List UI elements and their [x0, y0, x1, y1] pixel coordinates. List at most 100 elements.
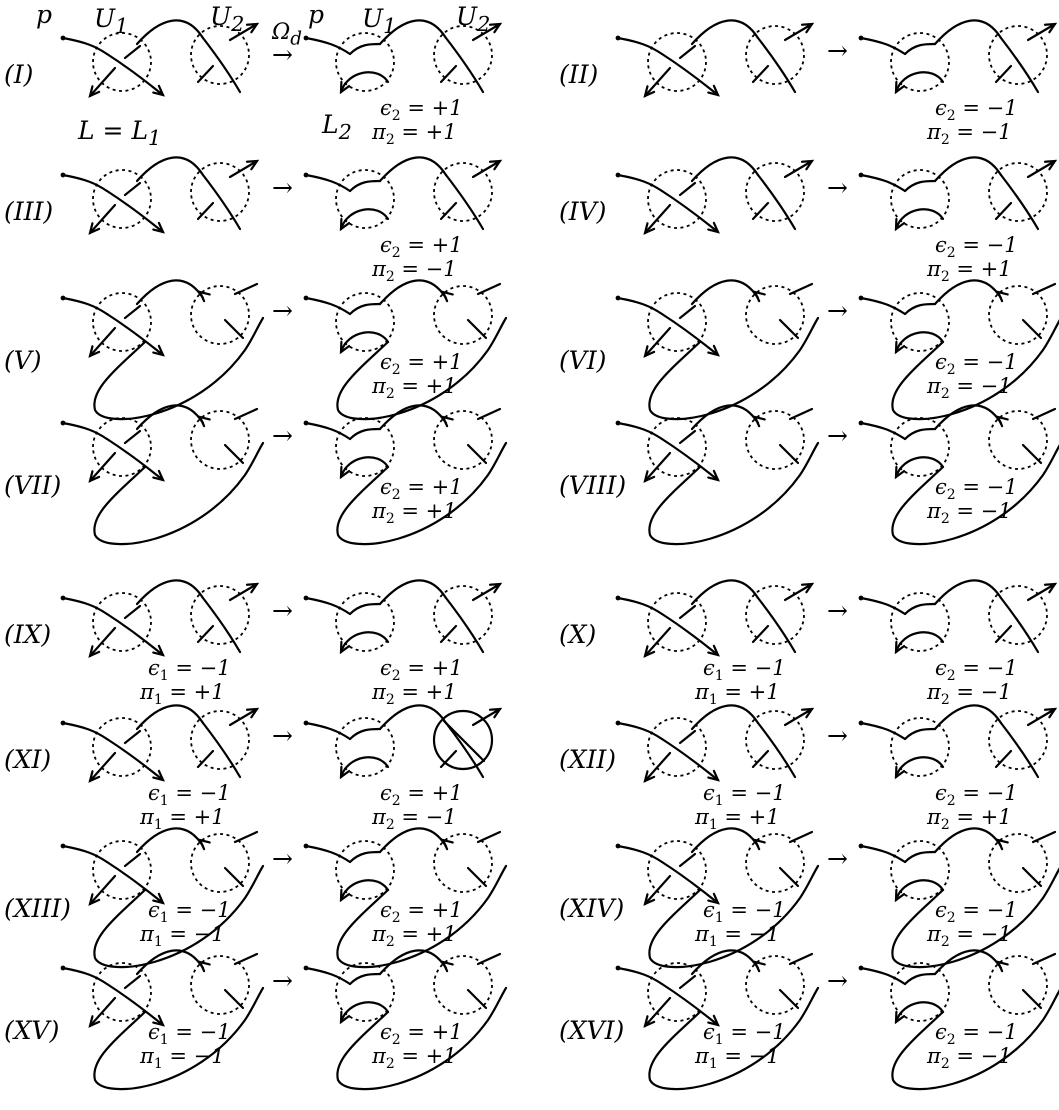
- case-label: (XVI): [559, 1016, 625, 1045]
- strand: [859, 844, 907, 864]
- strand: [123, 304, 142, 320]
- arrowhead: [339, 217, 351, 232]
- strand: [751, 64, 770, 84]
- case-label: (XIII): [4, 894, 71, 923]
- epsilon-after: ϵ2 = +1: [380, 475, 463, 504]
- strand: [304, 966, 352, 986]
- strand: [348, 302, 382, 316]
- strand: [903, 727, 937, 741]
- strand: [336, 316, 508, 421]
- pi-after: π2 = −1: [927, 499, 1012, 528]
- transform-arrow: →: [272, 40, 293, 69]
- strand: [201, 173, 242, 231]
- knot-after-diagram: [858, 949, 1059, 1091]
- disk-u1: [335, 32, 395, 92]
- disk-u2: [988, 710, 1048, 770]
- strand: [304, 296, 352, 316]
- strand: [304, 36, 352, 56]
- strand: [123, 852, 142, 868]
- epsilon-after: ϵ2 = −1: [935, 898, 1018, 927]
- disk-u2: [433, 410, 493, 470]
- arrowhead: [339, 340, 351, 355]
- transform-arrow: →: [827, 36, 848, 65]
- strand: [903, 179, 937, 193]
- strand: [891, 444, 1059, 546]
- transform-arrow: →: [827, 173, 848, 202]
- strand: [788, 952, 814, 966]
- knot-after-diagram: [858, 579, 1058, 655]
- strand: [135, 704, 205, 731]
- disk-u2: [988, 833, 1048, 893]
- arrowhead: [152, 644, 165, 657]
- transform-arrow: →: [272, 966, 293, 995]
- knot-before-diagram: [60, 404, 265, 546]
- disk-u1: [647, 32, 707, 92]
- arrowhead: [1043, 707, 1058, 719]
- strand: [616, 721, 664, 741]
- arrowhead: [339, 765, 351, 780]
- strand: [135, 827, 205, 854]
- case-label: (IX): [4, 620, 52, 649]
- strand: [439, 624, 458, 644]
- disk-u2: [745, 285, 805, 345]
- arrowhead: [1043, 22, 1058, 34]
- strand: [88, 66, 117, 98]
- knot-before-diagram: [615, 827, 820, 969]
- strand: [61, 596, 109, 616]
- strand: [933, 949, 1003, 976]
- arrowhead: [339, 1010, 351, 1025]
- strand: [778, 443, 800, 465]
- strand: [88, 326, 117, 358]
- arrowhead: [152, 469, 165, 482]
- strand: [1031, 407, 1057, 421]
- strand: [471, 22, 502, 42]
- strand: [61, 36, 109, 56]
- pi-after: π2 = +1: [372, 922, 457, 951]
- strand: [348, 972, 382, 986]
- strand: [616, 596, 664, 616]
- strand: [61, 966, 109, 986]
- strand: [678, 304, 697, 320]
- strand: [894, 1001, 945, 1024]
- strand: [616, 36, 664, 56]
- strand: [105, 612, 165, 657]
- arrowhead: [800, 582, 815, 594]
- disk-u1: [647, 962, 707, 1022]
- disk-u1: [647, 592, 707, 652]
- strand: [223, 866, 245, 888]
- strand: [678, 729, 697, 745]
- epsilon-after: ϵ2 = +1: [380, 656, 463, 685]
- disk-u2: [190, 955, 250, 1015]
- strand: [643, 326, 672, 358]
- arrowhead: [198, 838, 211, 851]
- strand: [348, 427, 382, 441]
- label-u1-right: U1: [362, 4, 397, 38]
- arrowhead: [152, 892, 165, 905]
- pi-after: π2 = +1: [927, 805, 1012, 834]
- strand: [903, 427, 937, 441]
- strand: [643, 626, 672, 658]
- strand: [336, 864, 508, 969]
- knot-before-diagram: [60, 156, 260, 235]
- pi-before: π1 = −1: [695, 1044, 780, 1073]
- strand: [778, 318, 800, 340]
- disk-u1: [335, 840, 395, 900]
- disk-u2: [745, 833, 805, 893]
- disk-u2: [433, 285, 493, 345]
- knot-before-diagram: [60, 279, 265, 421]
- strand: [903, 972, 937, 986]
- disk-u1: [92, 292, 152, 352]
- knot-before-diagram: [60, 579, 260, 658]
- strand: [1031, 830, 1057, 844]
- strand: [643, 996, 672, 1028]
- disk-u2: [745, 410, 805, 470]
- strand: [690, 704, 760, 731]
- arrowhead: [488, 159, 503, 171]
- strand: [88, 626, 117, 658]
- strand: [444, 173, 485, 231]
- strand: [378, 579, 448, 606]
- strand: [233, 282, 259, 296]
- strand: [690, 19, 760, 46]
- disk-u1: [92, 169, 152, 229]
- arrowhead: [707, 769, 720, 782]
